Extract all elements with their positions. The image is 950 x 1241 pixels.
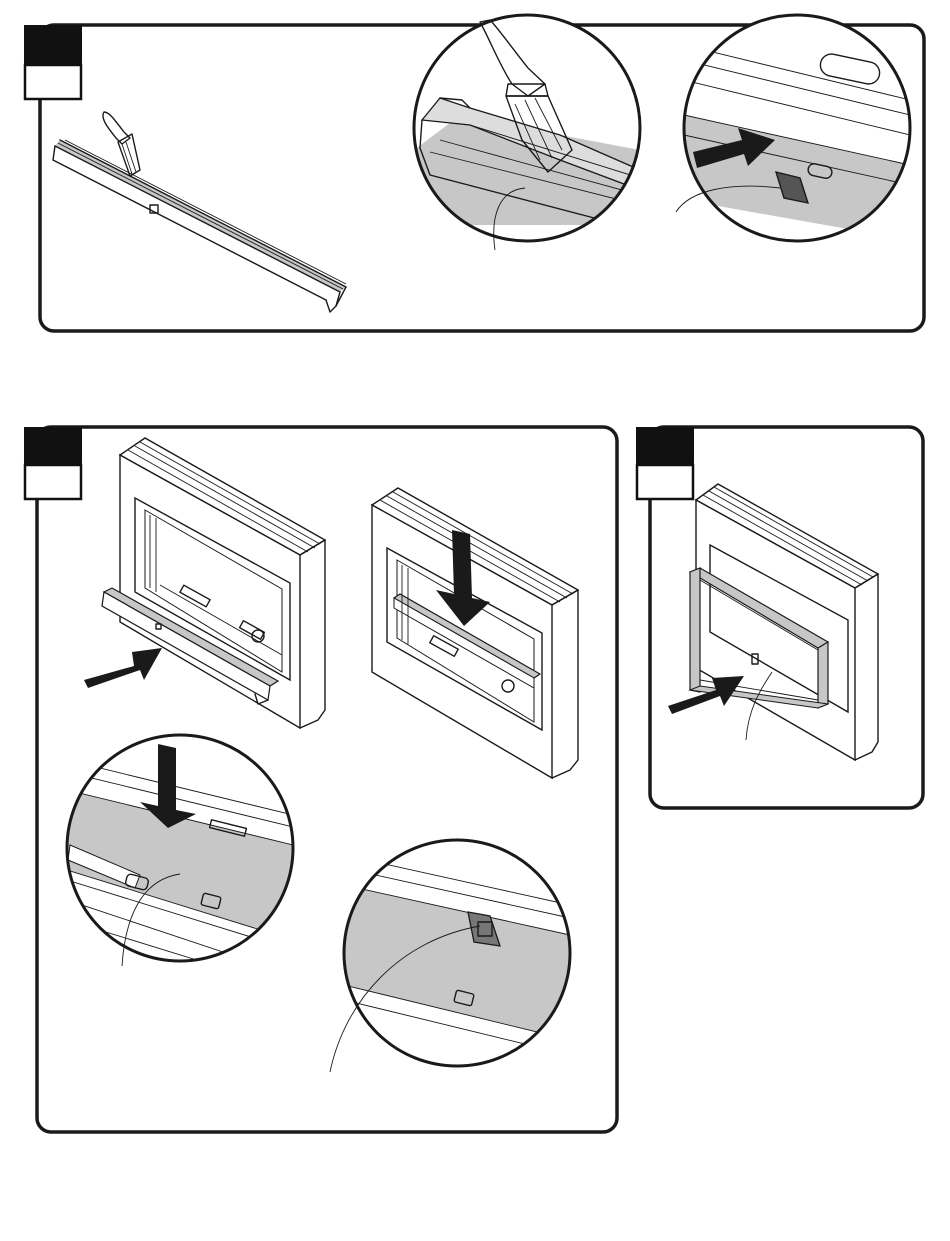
step-number-tab	[24, 25, 82, 99]
step-panel-2	[24, 427, 617, 1132]
step-panel-3	[636, 427, 923, 808]
step-number-tab	[636, 427, 694, 499]
step-panel-1	[24, 15, 924, 331]
step-number-tab	[24, 427, 82, 499]
